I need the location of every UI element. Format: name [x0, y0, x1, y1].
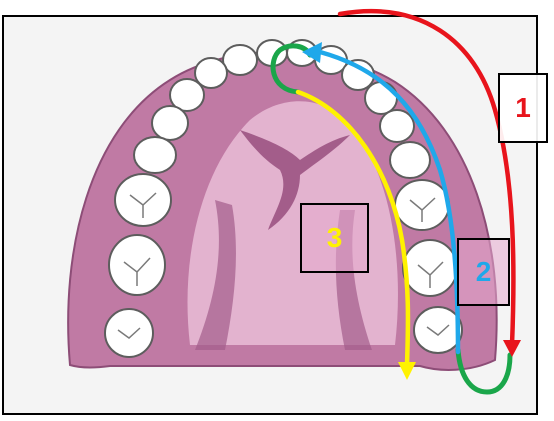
label-box-3: 3 [300, 203, 369, 273]
label-2-text: 2 [476, 256, 492, 288]
tooth [365, 82, 397, 114]
tooth [115, 174, 171, 226]
tooth [414, 307, 462, 353]
label-3-text: 3 [327, 222, 343, 254]
label-1-text: 1 [515, 92, 531, 124]
label-box-1: 1 [498, 73, 548, 143]
tooth [395, 180, 449, 230]
tooth [380, 110, 414, 142]
tooth [105, 309, 153, 357]
tooth [223, 45, 257, 75]
tooth [134, 137, 176, 173]
tooth [152, 106, 188, 140]
label-box-2: 2 [457, 238, 510, 306]
tooth [390, 142, 430, 178]
